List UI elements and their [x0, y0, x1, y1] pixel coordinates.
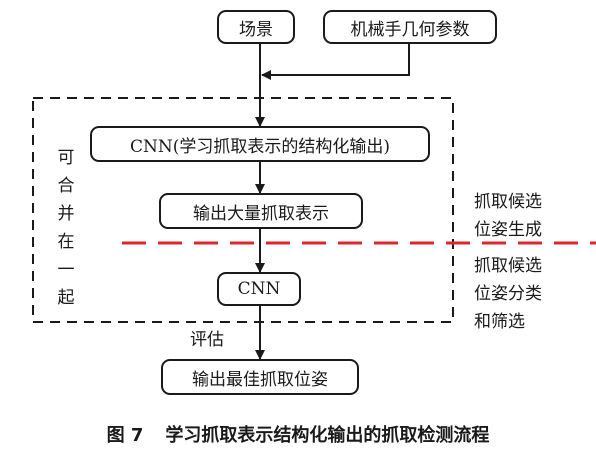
figure-title: 学习抓取表示结构化输出的抓取检测流程 [165, 425, 490, 446]
mergeable-label: 可 合 并 在 一 起 [57, 148, 75, 308]
output-many-node-label: 输出大量抓取表示 [193, 203, 329, 224]
candidate-classification-label: 抓取候选 位姿分类 和筛选 [474, 256, 542, 332]
scene-node: 场景 [217, 10, 295, 44]
robot-params-node: 机械手几何参数 [323, 10, 497, 44]
cnn-grasp-repr-node: CNN(学习抓取表示的结构化输出) [90, 126, 430, 162]
output-best-node: 输出最佳抓取位姿 [161, 359, 359, 395]
scene-node-label: 场景 [239, 19, 273, 40]
evaluate-edge-label: 评估 [190, 330, 224, 350]
output-many-node: 输出大量抓取表示 [159, 193, 363, 229]
cnn-node-label: CNN [237, 279, 281, 299]
output-best-node-label: 输出最佳抓取位姿 [192, 369, 328, 390]
cnn-grasp-repr-node-label: CNN(学习抓取表示的结构化输出) [129, 136, 391, 157]
robot-params-node-label: 机械手几何参数 [350, 19, 470, 40]
mergeable-region-border [32, 97, 454, 323]
cnn-node: CNN [217, 272, 301, 306]
figure-caption: 图 7 学习抓取表示结构化输出的抓取检测流程 [0, 421, 596, 447]
figure-number: 图 7 [106, 425, 144, 446]
candidate-generation-label: 抓取候选 位姿生成 [474, 192, 542, 240]
arrow-params-to-merge [261, 44, 410, 80]
